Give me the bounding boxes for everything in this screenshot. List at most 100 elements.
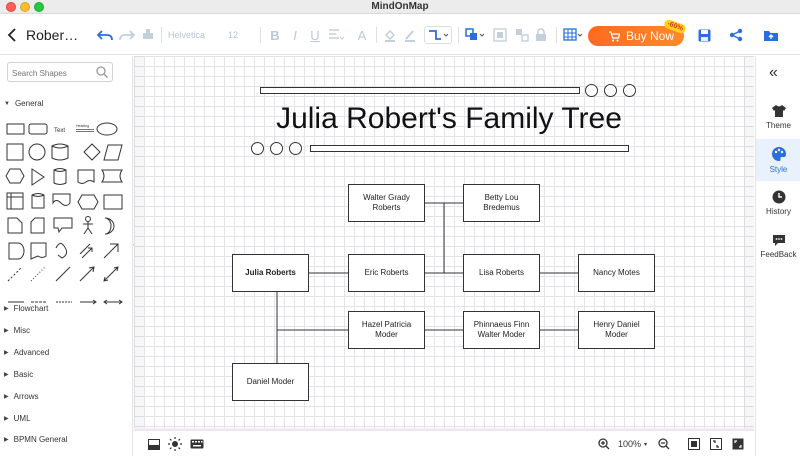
caret-right-icon: ▶ <box>4 437 9 443</box>
toolbar: Rober… Helvetica 12 B I U A <box>0 15 800 55</box>
brightness-icon[interactable] <box>168 437 182 451</box>
decorative-circle[interactable] <box>270 142 283 155</box>
category-general[interactable]: ▼ General <box>4 99 43 108</box>
connector-style-select[interactable] <box>424 26 452 44</box>
zoom-window-button[interactable] <box>34 2 44 12</box>
caret-right-icon: ▶ <box>4 328 9 334</box>
caret-right-icon: ▶ <box>4 350 9 356</box>
node-henry-daniel-moder[interactable]: Henry Daniel Moder <box>578 311 655 349</box>
search-shapes-box <box>7 62 113 83</box>
zoom-level: 100% <box>618 439 642 449</box>
category-uml[interactable]: ▶UML <box>4 414 31 423</box>
zoom-out-icon[interactable] <box>658 437 670 451</box>
collapse-right-panel-icon[interactable]: « <box>769 64 778 81</box>
toolbar-divider <box>376 27 377 43</box>
font-size-select[interactable]: 12 <box>228 30 239 40</box>
category-misc[interactable]: ▶ Misc <box>4 326 30 335</box>
category-label: Advanced <box>13 348 50 357</box>
panel-toggle-icon[interactable] <box>148 437 160 451</box>
close-window-button[interactable] <box>6 2 16 12</box>
category-label: General <box>14 99 44 108</box>
buy-now-button[interactable]: Buy Now -60% <box>588 18 687 46</box>
share-icon[interactable] <box>728 25 744 45</box>
caret-right-icon: ▶ <box>4 394 9 400</box>
palette-icon <box>771 147 786 161</box>
italic-icon[interactable]: I <box>293 27 297 43</box>
export-icon[interactable] <box>762 25 780 45</box>
back-icon[interactable] <box>4 25 20 45</box>
node-daniel-moder[interactable]: Daniel Moder <box>232 363 309 401</box>
decorative-circle[interactable] <box>623 84 636 97</box>
document-title[interactable]: Rober… <box>26 27 79 43</box>
shape-library-grid[interactable]: Text Heading <box>4 118 126 318</box>
heading-shape: Heading <box>76 124 89 128</box>
feedback-icon <box>772 234 785 246</box>
node-walter-grady-roberts[interactable]: Walter Grady Roberts <box>348 184 425 222</box>
connector-lines <box>276 202 578 363</box>
shapes-panel: ▼ General <box>0 56 133 456</box>
panel-tab-label: Style <box>769 165 788 174</box>
line-color-icon[interactable] <box>402 25 418 45</box>
category-label: Arrows <box>13 392 39 401</box>
properties-panel: « Theme Style History FeedBack <box>755 56 800 456</box>
font-family-select[interactable]: Helvetica <box>168 30 206 40</box>
text-color-icon[interactable]: A <box>357 27 367 43</box>
node-julia-roberts[interactable]: Julia Roberts <box>232 254 309 292</box>
category-label: Misc <box>13 326 31 335</box>
ungroup-icon[interactable] <box>514 25 530 45</box>
actual-size-icon[interactable] <box>710 437 722 451</box>
diagram-canvas[interactable]: Julia Robert's Family Tree Walter Grady … <box>134 56 754 428</box>
search-shapes-input[interactable] <box>8 64 94 83</box>
panel-tab-feedback[interactable]: FeedBack <box>756 225 800 267</box>
decorative-circle[interactable] <box>251 142 264 155</box>
align-icon[interactable] <box>326 25 346 45</box>
category-flowchart[interactable]: ▶Flowchart <box>4 304 48 313</box>
cart-icon <box>609 31 620 42</box>
node-nancy-motes[interactable]: Nancy Motes <box>578 254 655 292</box>
decorative-circle[interactable] <box>604 84 617 97</box>
table-icon[interactable] <box>562 25 584 45</box>
toolbar-divider <box>260 27 261 43</box>
minimize-window-button[interactable] <box>20 2 30 12</box>
fit-page-icon[interactable] <box>688 437 700 451</box>
node-eric-roberts[interactable]: Eric Roberts <box>348 254 425 292</box>
fill-color-icon[interactable] <box>382 25 398 45</box>
toolbar-divider <box>458 27 459 43</box>
bold-icon[interactable]: B <box>270 27 280 43</box>
panel-tab-theme[interactable]: Theme <box>756 96 800 138</box>
decorative-circle[interactable] <box>585 84 598 97</box>
fullscreen-icon[interactable] <box>732 437 744 451</box>
category-label: BPMN General <box>13 435 68 444</box>
panel-tab-label: FeedBack <box>760 249 797 259</box>
panel-tab-style[interactable]: Style <box>756 139 800 181</box>
toolbar-divider <box>556 27 557 43</box>
category-arrows[interactable]: ▶ Arrows <box>4 392 39 401</box>
node-betty-lou-bredemus[interactable]: Betty Lou Bredemus <box>463 184 540 222</box>
zoom-in-icon[interactable] <box>598 437 610 451</box>
decorative-bar[interactable] <box>260 87 580 94</box>
decorative-bar[interactable] <box>310 145 629 152</box>
caret-down-icon: ▼ <box>4 100 10 107</box>
family-tree-title[interactable]: Julia Robert's Family Tree <box>276 102 622 135</box>
node-hazel-patricia-moder[interactable]: Hazel Patricia Moder <box>348 311 425 349</box>
category-basic[interactable]: ▶Basic <box>4 370 33 379</box>
zoom-level-select[interactable]: 100% ▾ <box>618 437 647 451</box>
node-lisa-roberts[interactable]: Lisa Roberts <box>463 254 540 292</box>
search-icon[interactable] <box>95 65 109 79</box>
decorative-circle[interactable] <box>289 142 302 155</box>
keyboard-icon[interactable] <box>190 437 204 451</box>
panel-tab-history[interactable]: History <box>756 182 800 224</box>
caret-right-icon: ▶ <box>4 306 9 312</box>
diagram-page[interactable]: Julia Robert's Family Tree Walter Grady … <box>144 56 744 428</box>
arrange-icon[interactable] <box>464 25 486 45</box>
undo-icon[interactable] <box>96 25 114 45</box>
group-icon[interactable] <box>492 25 508 45</box>
format-painter-icon[interactable] <box>140 25 156 45</box>
category-advanced[interactable]: ▶ Advanced <box>4 348 49 357</box>
redo-icon[interactable] <box>118 25 136 45</box>
save-icon[interactable] <box>696 25 712 45</box>
node-phinnaeus-finn-walter-moder[interactable]: Phinnaeus Finn Walter Moder <box>463 311 540 349</box>
lock-icon[interactable] <box>534 25 548 45</box>
underline-icon[interactable]: U <box>310 27 320 43</box>
category-bpmn-general[interactable]: ▶ BPMN General <box>4 435 67 444</box>
